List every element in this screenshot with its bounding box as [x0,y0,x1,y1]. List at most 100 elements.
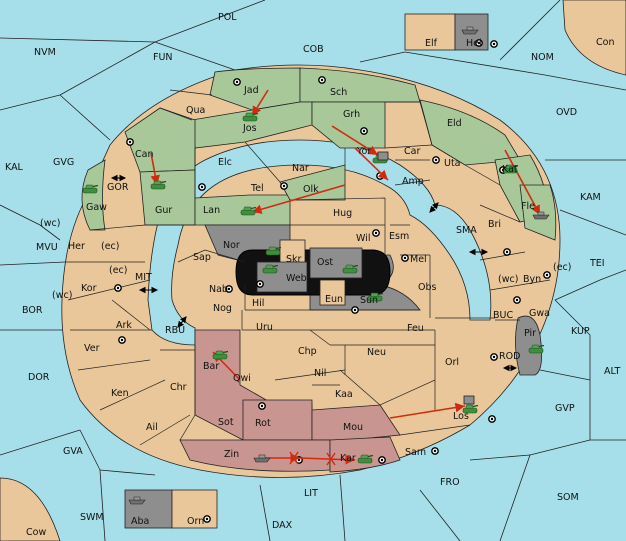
province-pir[interactable] [515,315,543,376]
label-kat: Kat [502,164,518,175]
label-aba: Aba [131,516,149,527]
label-ovd: OVD [556,107,577,118]
label-eld: Eld [447,118,462,129]
label-hel: Hel [466,38,482,49]
label-nvm: NVM [34,47,56,58]
inner-sea-channel [147,139,492,346]
label-wc-3: (wc) [52,290,72,301]
cut-support-x-icon [289,451,336,466]
label-nar: Nar [292,163,309,174]
province-labels: POL Elf Hel Con NVM FUN COB NOM OVD KAL … [5,12,620,538]
province-web-inner[interactable] [256,261,308,293]
label-ec-1: (ec) [101,241,119,252]
label-los: Los [453,411,469,422]
label-nab: Nab [209,284,228,295]
label-gwa: Gwa [529,308,550,319]
label-kor: Kor [81,283,97,294]
label-rot: Rot [255,418,271,429]
province-gaw[interactable] [81,159,106,231]
label-nil: Nil [314,368,326,379]
label-eun: Eun [325,294,343,305]
label-esm: Esm [389,231,409,242]
label-alt: ALT [604,366,620,377]
label-can: Can [135,149,153,160]
label-ark: Ark [116,320,132,331]
label-elf: Elf [425,38,438,49]
province-borders [65,89,551,446]
label-pir: Pir [524,328,536,339]
label-uru: Uru [256,322,273,333]
label-amp: Amp [402,176,424,187]
label-ost: Ost [317,257,333,268]
label-lit: LIT [304,488,318,499]
label-nog: Nog [213,303,232,314]
label-ec-2: (ec) [109,265,127,276]
label-kup: KUP [571,326,590,337]
label-mel: Mel [410,254,427,265]
province-rot[interactable] [242,399,313,441]
order-arrows [150,89,541,465]
label-olk: Olk [303,184,319,195]
label-som: SOM [557,492,579,503]
label-fle: Fle [521,201,535,212]
label-lan: Lan [203,205,220,216]
label-fun: FUN [153,52,173,63]
label-bri: Bri [488,219,501,230]
label-gaw: Gaw [86,202,107,213]
label-kam: KAM [580,192,601,203]
label-cow: Cow [26,527,46,538]
label-kar: Kar [340,453,356,464]
label-neu: Neu [367,347,386,358]
province-olk[interactable] [279,164,346,201]
label-uta: Uta [444,158,461,169]
label-byn: Byn [523,274,541,285]
label-obs: Obs [418,282,437,293]
label-gvg: GVG [53,157,74,168]
label-dax: DAX [272,520,293,531]
label-nom: NOM [531,52,554,63]
label-qwi: Qwi [233,373,251,384]
province-elf[interactable] [404,13,456,51]
province-can[interactable] [124,107,196,173]
label-jad: Jad [243,85,259,96]
province-eun[interactable] [319,279,346,306]
label-orl: Orl [445,357,459,368]
label-gva: GVA [63,446,83,457]
label-feu: Feu [407,323,424,334]
unit-marker-yor [377,151,389,161]
label-tel: Tel [250,183,264,194]
label-bor: BOR [22,305,43,316]
label-ken: Ken [111,388,129,399]
province-sch[interactable] [299,67,421,103]
label-con: Con [596,37,614,48]
label-ail: Ail [146,422,158,433]
province-gur[interactable] [139,169,196,226]
label-wc-1: (wc) [40,218,60,229]
label-cob: COB [303,44,324,55]
province-grh[interactable] [311,101,386,149]
label-mou: Mou [343,422,363,433]
label-dor: DOR [28,372,50,383]
label-tei: TEI [589,258,605,269]
province-aba[interactable] [124,489,173,529]
label-rbu: RBU [165,325,185,336]
label-qua: Qua [186,105,205,116]
label-chr: Chr [170,382,187,393]
convoy-arrow-icon [110,174,518,372]
label-fro: FRO [440,477,460,488]
label-orn: Orn [187,516,204,527]
label-sun: Sun [360,295,378,306]
label-chp: Chp [298,346,317,357]
label-gur: Gur [155,205,172,216]
label-car: Car [404,146,420,157]
label-bar: Bar [203,361,219,372]
supply-centers [114,39,551,523]
unit-marker-los [463,395,475,405]
label-yor: Yor [356,146,371,157]
label-buc: BUC [493,310,513,321]
label-kaa: Kaa [335,389,353,400]
label-mvu: MVU [36,242,58,253]
label-skr: Skr [286,254,302,265]
